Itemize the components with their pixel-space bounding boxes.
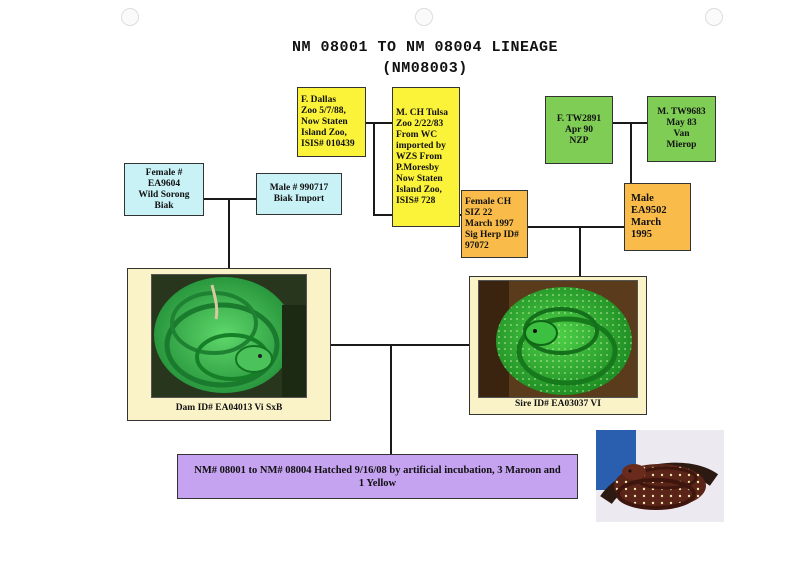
title-line-1: NM 08001 TO NM 08004 LINEAGE: [291, 39, 559, 56]
ancestor-box-male-990717: Male # 990717 Biak Import: [256, 173, 342, 215]
ancestor-box-female-ch-siz: Female CH SIZ 22 March 1997 Sig Herp ID#…: [461, 190, 528, 258]
connector-line: [373, 122, 375, 215]
binder-hole-left: [121, 8, 139, 26]
ancestor-label: Female # EA9604 Wild Sorong Biak: [138, 167, 190, 211]
connector-line: [630, 122, 632, 184]
ancestor-label: Female CH SIZ 22 March 1997 Sig Herp ID#…: [465, 196, 519, 251]
ancestor-label: Male EA9502 March 1995: [631, 193, 667, 240]
ancestor-label: F. Dallas Zoo 5/7/88, Now Staten Island …: [301, 94, 355, 149]
dam-caption: Dam ID# EA04013 Vi SxB: [175, 403, 283, 413]
connector-line: [331, 344, 469, 346]
sire-python-image: [479, 281, 637, 397]
ancestor-label: Male # 990717 Biak Import: [269, 183, 329, 204]
offspring-python-image: [596, 430, 724, 522]
page-title: NM 08001 TO NM 08004 LINEAGE (NM08003): [190, 37, 660, 79]
ancestor-label: M. TW9683 May 83 Van Mierop: [657, 107, 706, 150]
connector-line: [228, 198, 230, 268]
ancestor-box-m-tw9683: M. TW9683 May 83 Van Mierop: [647, 96, 716, 162]
connector-line: [390, 344, 392, 454]
ancestor-box-f-dallas: F. Dallas Zoo 5/7/88, Now Staten Island …: [297, 87, 366, 157]
ancestor-label: M. CH Tulsa Zoo 2/22/83 From WC imported…: [396, 107, 449, 206]
ancestor-box-f-tw2891: F. TW2891 Apr 90 NZP: [545, 96, 613, 164]
sire-caption: Sire ID# EA03037 VI: [515, 399, 601, 409]
connector-line: [528, 226, 624, 228]
ancestor-label: F. TW2891 Apr 90 NZP: [556, 113, 602, 146]
connector-line: [579, 226, 581, 276]
binder-hole-middle: [415, 8, 433, 26]
ancestor-box-male-ea9502: Male EA9502 March 1995: [624, 183, 691, 251]
dam-python-image: [152, 275, 306, 397]
offspring-photo: [596, 430, 724, 522]
connector-line: [204, 198, 256, 200]
sire-photo: [478, 280, 638, 398]
offspring-result-box: NM# 08001 to NM# 08004 Hatched 9/16/08 b…: [177, 454, 578, 499]
connector-line: [366, 122, 392, 124]
ancestor-box-m-ch-tulsa: M. CH Tulsa Zoo 2/22/83 From WC imported…: [392, 87, 460, 227]
title-line-2: (NM08003): [382, 60, 468, 77]
offspring-result-text: NM# 08001 to NM# 08004 Hatched 9/16/08 b…: [194, 464, 561, 489]
dam-photo: [151, 274, 307, 398]
binder-hole-right: [705, 8, 723, 26]
ancestor-box-female-ea9604: Female # EA9604 Wild Sorong Biak: [124, 163, 204, 216]
